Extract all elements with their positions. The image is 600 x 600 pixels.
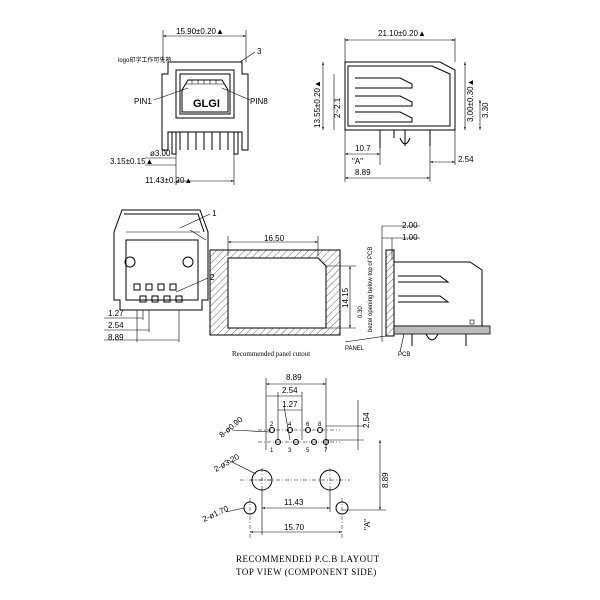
mount-view: 2.00 1.00 0.30 bezel opening below top o… (344, 221, 491, 358)
mount-d2: 1.00 (402, 233, 418, 242)
bottom-d1: 1.27 (108, 309, 124, 318)
front-offset-dim: 3.15±0.15▲ (110, 157, 153, 166)
logo-note: logo印字工作可先熟 (118, 56, 171, 64)
pcb-d1143: 11.43 (284, 498, 304, 507)
pcb-caption-2: TOP VIEW (COMPONENT SIDE) (236, 567, 377, 577)
pcb-hole-mid: 2-ø3.20 (213, 452, 242, 474)
pcb-d127: 1.27 (282, 400, 298, 409)
pcb-layout-view: 8.89 2.54 1.27 2.54 2 4 6 8 1 3 5 7 8-ø0… (201, 373, 390, 577)
front-span-dim: 11.43±0.20▲ (145, 176, 192, 185)
pcb-d889: 8.89 (286, 373, 302, 382)
side-pin-dim2: 3.30 (481, 102, 490, 118)
panel-cutout-view: 16.50 14.15 Recommended panel cutout (209, 234, 356, 358)
side-ref-a: "A" (352, 157, 363, 166)
panel-width-dim: 16.50 (264, 234, 285, 243)
pcb-d254b: 2.54 (362, 412, 371, 428)
pcb-pin-1: 1 (270, 448, 274, 454)
front-width-dim: 15.90±0.20▲ (176, 27, 224, 36)
bottom-view: 1 2 1.27 2.54 8.89 (104, 209, 217, 342)
pcb-pin-8: 8 (318, 422, 322, 428)
mount-d1: 2.00 (402, 221, 418, 230)
front-dia-dim: ø3.00 (150, 149, 171, 158)
bottom-callout-1: 1 (212, 209, 217, 218)
front-view: 15.90±0.20▲ 3 logo印字工作可先熟 GLGI PIN1 PIN8… (110, 27, 268, 185)
panel-height-dim: 14.15 (341, 287, 350, 308)
pcb-d889v: 8.89 (381, 472, 390, 488)
pin8-label: PIN8 (250, 97, 268, 106)
pcb-pin-4: 4 (288, 422, 292, 428)
pcb-pin-3: 3 (288, 448, 292, 454)
pcb-pin-2: 2 (270, 422, 274, 428)
pcb-d254a: 2.54 (282, 386, 298, 395)
pcb-pin-7: 7 (324, 448, 328, 454)
panel-caption: Recommended panel cutout (232, 350, 310, 358)
pcb-ref-a: "A" (363, 519, 372, 530)
bottom-d2: 2.54 (108, 321, 124, 330)
pcb-hole-big: 2-ø1.70 (201, 504, 230, 524)
bottom-d3: 8.89 (108, 333, 124, 342)
logo-text: GLGI (193, 98, 220, 110)
pcb-hole-small: 8-ø0.90 (218, 415, 245, 440)
side-length-dim: 21.10±0.20▲ (378, 29, 426, 38)
pcb-caption-1: RECOMMENDED P.C.B LAYOUT (236, 554, 380, 564)
pcb-label: PCB (398, 352, 410, 358)
callout-3: 3 (257, 47, 262, 56)
pcb-d1570: 15.70 (284, 523, 305, 532)
mount-d3: 0.30 (358, 306, 364, 318)
pcb-pin-5: 5 (306, 448, 310, 454)
pcb-pin-6: 6 (306, 422, 310, 428)
mount-note: bezel opening below top of PCB (368, 247, 374, 332)
side-view: 21.10±0.20▲ 13.55±0.20▲ 2~2.1 3.00±0.30▲… (313, 29, 490, 182)
side-pin-dim: 3.00±0.30▲ (466, 79, 475, 122)
side-tail2: 2.54 (458, 155, 474, 164)
panel-label: PANEL (345, 346, 365, 352)
side-inner-dim: 2~2.1 (333, 97, 342, 118)
pin1-label: PIN1 (134, 97, 152, 106)
side-tail3: 8.89 (355, 168, 371, 177)
side-height-dim: 13.55±0.20▲ (313, 80, 322, 128)
side-tail-dim: 10.7 (355, 144, 371, 153)
